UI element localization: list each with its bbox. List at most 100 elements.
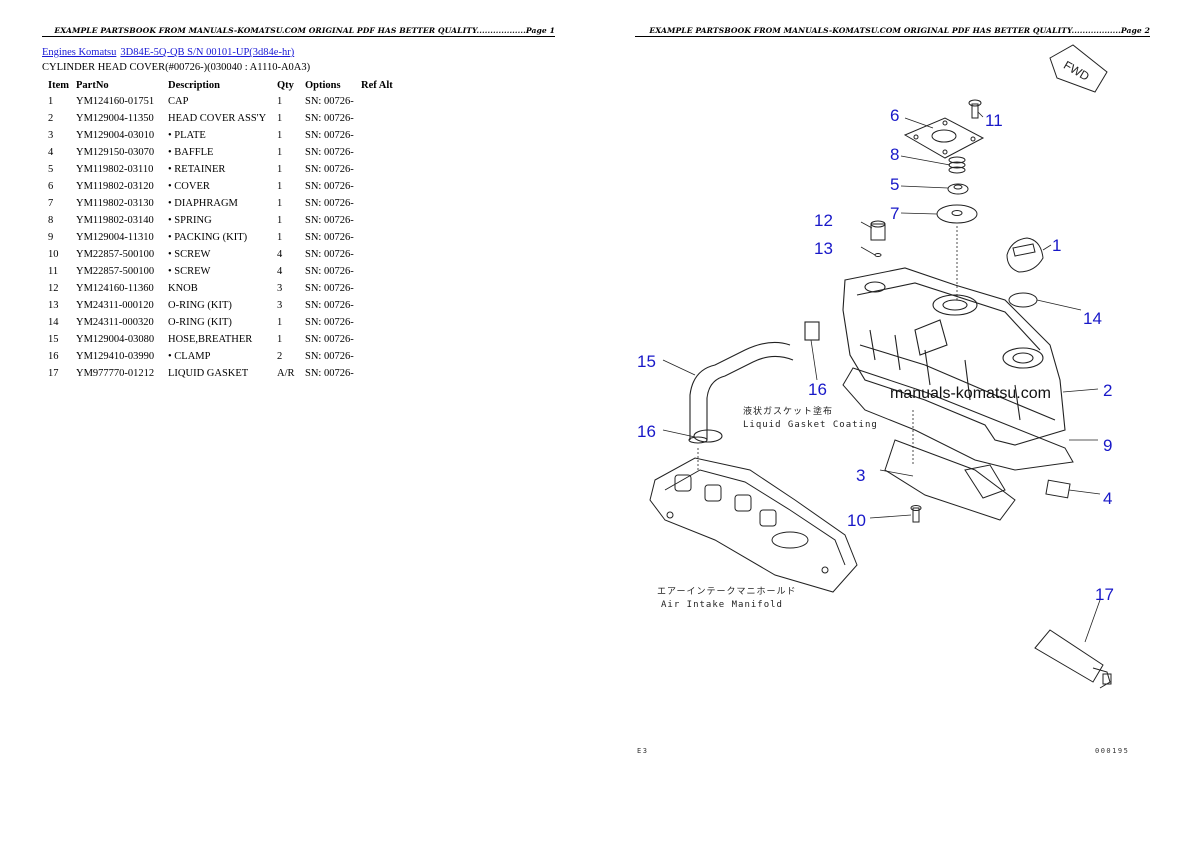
cell-options: SN: 00726- xyxy=(305,351,354,362)
cell-options: SN: 00726- xyxy=(305,113,354,124)
watermark: manuals-komatsu.com xyxy=(890,385,1051,402)
cell-refalt xyxy=(358,331,396,348)
cell-options: SN: 00726- xyxy=(305,181,354,192)
cell-refalt xyxy=(358,161,396,178)
cell-qty: 1 xyxy=(277,317,283,328)
cell-partno: YM119802-03120 xyxy=(76,181,154,192)
callout-13: 13 xyxy=(814,239,833,258)
right-page: EXAMPLE PARTSBOOK FROM MANUALS-KOMATSU.C… xyxy=(595,0,1190,842)
callout-9: 9 xyxy=(1103,436,1112,455)
cell-qty: 3 xyxy=(277,300,283,311)
cell-item: 3 xyxy=(48,130,54,141)
callout-16a: 16 xyxy=(808,380,827,399)
callout-16b: 16 xyxy=(637,422,656,441)
cell-options: SN: 00726- xyxy=(305,164,354,175)
cell-qty: 1 xyxy=(277,232,283,243)
breadcrumb-link-engines[interactable]: Engines Komatsu xyxy=(42,47,117,58)
knob xyxy=(870,220,886,257)
left-page: EXAMPLE PARTSBOOK FROM MANUALS-KOMATSU.C… xyxy=(42,26,555,382)
cell-options: SN: 00726- xyxy=(305,283,354,294)
cell-refalt xyxy=(358,314,396,331)
diaphragm xyxy=(936,204,978,224)
callout-11: 11 xyxy=(985,111,1003,130)
air-intake-manifold xyxy=(649,457,858,593)
packing xyxy=(842,367,1074,471)
cell-options: SN: 00726- xyxy=(305,266,354,277)
breadcrumb-link-model[interactable]: 3D84E-5Q-QB S/N 00101-UP(3d84e-hr) xyxy=(120,47,295,58)
cell-description: • RETAINER xyxy=(168,164,226,175)
cell-qty: 3 xyxy=(277,283,283,294)
table-header-row: Item PartNo Description Qty Options Ref … xyxy=(42,77,396,93)
callout-10: 10 xyxy=(847,511,866,530)
cell-qty: 4 xyxy=(277,249,283,260)
cell-description: LIQUID GASKET xyxy=(168,368,249,379)
cell-options: SN: 00726- xyxy=(305,317,354,328)
cell-qty: 1 xyxy=(277,113,283,124)
cell-partno: YM22857-500100 xyxy=(76,266,155,277)
cell-item: 11 xyxy=(48,266,59,277)
page-banner: EXAMPLE PARTSBOOK FROM MANUALS-KOMATSU.C… xyxy=(42,26,555,37)
cell-partno: YM129150-03070 xyxy=(76,147,155,158)
cell-description: KNOB xyxy=(168,283,198,294)
cell-qty: 1 xyxy=(277,215,283,226)
cell-refalt xyxy=(358,212,396,229)
cell-partno: YM129004-11350 xyxy=(76,113,154,124)
callout-2: 2 xyxy=(1103,381,1112,400)
fwd-label: FWD xyxy=(1061,58,1092,84)
cell-partno: YM129004-03010 xyxy=(76,130,155,141)
cell-qty: A/R xyxy=(277,368,295,379)
cell-options: SN: 00726- xyxy=(305,300,354,311)
cell-description: • BAFFLE xyxy=(168,147,214,158)
cell-refalt xyxy=(358,348,396,365)
cell-refalt xyxy=(358,297,396,314)
cell-description: HOSE,BREATHER xyxy=(168,334,253,345)
cell-partno: YM24311-000120 xyxy=(76,300,154,311)
callout-12: 12 xyxy=(814,211,833,230)
cell-description: • SPRING xyxy=(168,215,212,226)
header-options: Options xyxy=(305,79,341,91)
cell-qty: 4 xyxy=(277,266,283,277)
cell-refalt xyxy=(358,127,396,144)
header-partno: PartNo xyxy=(76,79,109,91)
callout-15: 15 xyxy=(637,352,656,371)
cell-qty: 1 xyxy=(277,130,283,141)
cell-refalt xyxy=(358,110,396,127)
cell-qty: 1 xyxy=(277,96,283,107)
spring xyxy=(948,156,966,174)
leader-lines xyxy=(662,111,1101,643)
breather-cover xyxy=(903,99,985,159)
cell-item: 1 xyxy=(48,96,54,107)
cell-description: • PLATE xyxy=(168,130,206,141)
cell-partno: YM119802-03130 xyxy=(76,198,154,209)
cell-description: • CLAMP xyxy=(168,351,211,362)
oil-cap xyxy=(1006,237,1044,308)
fwd-plate: FWD xyxy=(1049,44,1108,93)
cell-qty: 2 xyxy=(277,351,283,362)
callout-4: 4 xyxy=(1103,489,1112,508)
cell-partno: YM22857-500100 xyxy=(76,249,155,260)
footer-left-code: E3 xyxy=(637,747,648,755)
cell-description: • SCREW xyxy=(168,266,211,277)
cell-partno: YM977770-01212 xyxy=(76,368,155,379)
gasket-note-jp: 液状ガスケット塗布 xyxy=(743,405,833,417)
cell-refalt xyxy=(358,178,396,195)
cell-description: CAP xyxy=(168,96,189,107)
cell-item: 17 xyxy=(48,368,59,379)
cell-item: 8 xyxy=(48,215,54,226)
parts-table: Item PartNo Description Qty Options Ref … xyxy=(42,77,396,382)
header-qty: Qty xyxy=(277,79,294,91)
callout-8: 8 xyxy=(890,145,899,164)
callout-7: 7 xyxy=(890,204,899,223)
header-item: Item xyxy=(48,79,69,91)
